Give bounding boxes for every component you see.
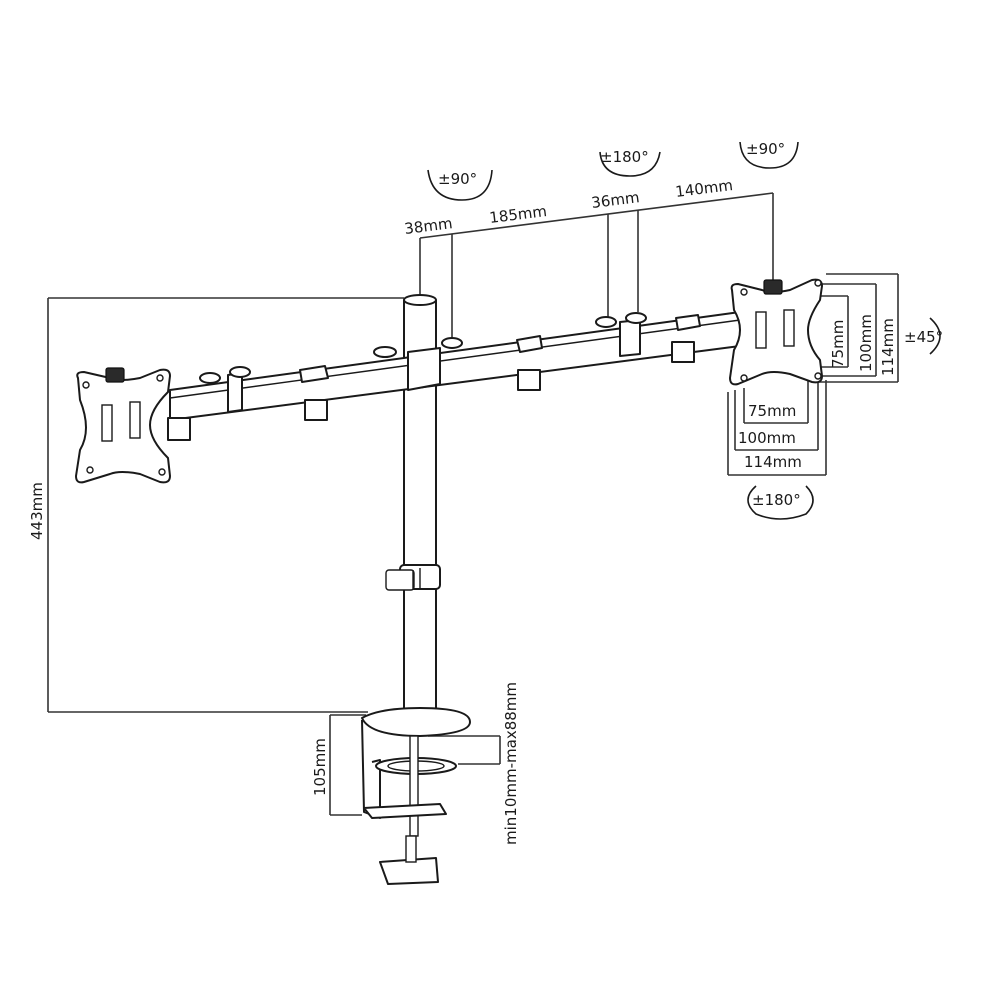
vesa-horizontal-114: 114mm <box>744 453 802 471</box>
dim-label-36mm: 36mm <box>590 188 640 212</box>
right-vesa-plate <box>729 278 823 386</box>
dim-label-desk-thickness: min10mm-max88mm <box>502 682 520 845</box>
dim-label-443mm: 443mm <box>28 482 46 540</box>
rotation-indicator-left: ±90° <box>427 169 493 201</box>
dim-label-38mm: 38mm <box>403 214 453 238</box>
dimension-lines <box>47 192 899 816</box>
vesa-vertical-114: 114mm <box>879 318 897 376</box>
vesa-rotation-indicator: ±180° <box>747 485 814 520</box>
tilt-label: ±45° <box>904 328 943 346</box>
cable-clip <box>385 564 441 591</box>
dim-label-105mm: 105mm <box>311 738 329 796</box>
rotation-label-right: ±90° <box>746 140 785 158</box>
vesa-rotation-label: ±180° <box>752 491 801 509</box>
rotation-label-left: ±90° <box>438 170 477 188</box>
tilt-indicator: ±45° <box>904 317 943 355</box>
rotation-indicator-right: ±90° <box>739 140 799 169</box>
left-vesa-plate <box>75 367 171 484</box>
desk-clamp <box>361 707 471 885</box>
vesa-horizontal-75: 75mm <box>748 402 796 420</box>
rotation-label-center: ±180° <box>600 148 649 166</box>
vesa-horizontal-100: 100mm <box>738 429 796 447</box>
vesa-vertical-75: 75mm <box>829 320 847 368</box>
rotation-indicator-center: ±180° <box>599 148 661 177</box>
monitor-arm <box>167 311 741 441</box>
dim-label-140mm: 140mm <box>674 176 734 201</box>
vesa-vertical-100: 100mm <box>857 314 875 372</box>
